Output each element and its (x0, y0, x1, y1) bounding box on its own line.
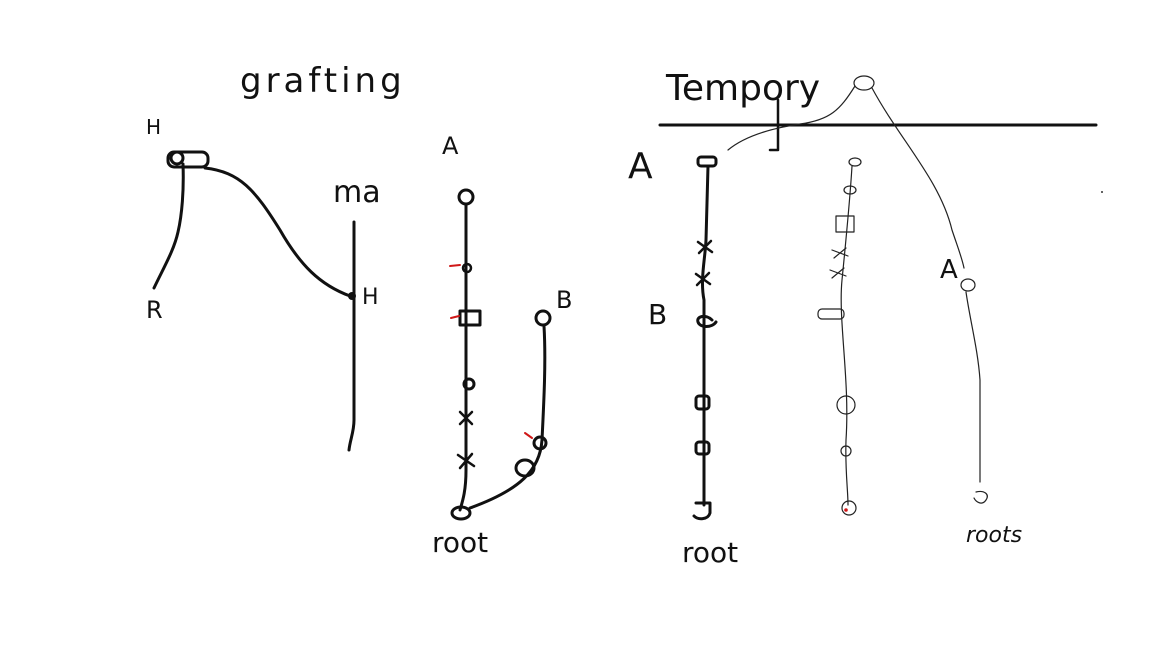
left-stem-line (152, 162, 185, 290)
thin-col-red-dot (844, 508, 848, 512)
ma-vertical-line (347, 220, 356, 452)
ma-junction-dot (348, 292, 356, 300)
left-h-node (166, 150, 210, 169)
middle-a-top-node (457, 188, 475, 206)
temporary-title-tail (768, 98, 780, 152)
middle-a-cross-1 (458, 410, 474, 426)
right-cross-1 (696, 239, 714, 255)
ma-label: ma (333, 175, 381, 210)
right-b-node (696, 314, 718, 328)
far-a-node (960, 278, 976, 292)
middle-red-mark-3 (524, 432, 533, 439)
far-root-node (973, 490, 988, 504)
thin-col-square (835, 215, 855, 233)
middle-b-node-2 (514, 458, 536, 478)
grafting-title: grafting (240, 61, 406, 101)
right-b-label: B (648, 298, 667, 331)
thin-col-top-node (848, 157, 862, 167)
temporary-right-curve-line (871, 87, 965, 269)
far-roots-label: roots (966, 523, 1022, 548)
thin-col-node-5 (841, 500, 857, 516)
middle-red-mark-1 (449, 264, 461, 267)
temporary-left-curve-line (727, 85, 856, 151)
middle-b-label: B (556, 286, 572, 314)
middle-section: A root B (432, 132, 572, 559)
thin-col-node-1 (843, 185, 857, 195)
stray-dot (1101, 191, 1103, 193)
ma-h-label: H (362, 285, 379, 310)
middle-root-label: root (432, 526, 488, 559)
thin-col-cross-2 (829, 267, 847, 279)
right-node-1 (694, 394, 711, 411)
right-cross-2 (694, 271, 712, 287)
right-a-label: A (628, 146, 653, 187)
left-h-node-ring (169, 150, 185, 166)
thin-col-line (840, 165, 853, 506)
middle-b-top-node (534, 309, 552, 327)
graft-curve-line (203, 166, 352, 298)
middle-b-branch-line (468, 324, 547, 510)
temporary-top-node (853, 75, 875, 91)
right-root-node (692, 501, 712, 521)
thin-col-cross-1 (831, 247, 849, 259)
thin-col-node-2 (817, 308, 845, 320)
right-root-label: root (682, 536, 738, 569)
middle-a-node-1 (461, 262, 473, 274)
right-main-trunk-line (700, 164, 710, 507)
middle-root-node (450, 505, 472, 521)
middle-b-node-1 (532, 435, 548, 451)
left-top-label: H (146, 115, 161, 139)
middle-a-cross-2 (456, 452, 476, 470)
middle-a-node-2 (462, 377, 476, 391)
far-a-label: A (940, 255, 958, 285)
middle-a-label: A (442, 132, 459, 160)
middle-a-node-square (458, 309, 482, 327)
temporary-title: Tempory (665, 68, 820, 109)
right-node-2 (694, 440, 711, 456)
far-trunk-line (965, 291, 981, 483)
left-bottom-label: R (146, 296, 163, 324)
temporary-section: Tempory A B root A (628, 68, 1098, 569)
thin-col-node-4 (840, 445, 852, 457)
right-a-top-node (696, 155, 718, 168)
grafting-section: grafting H R ma H (146, 61, 406, 452)
middle-red-mark-2 (450, 315, 460, 319)
thin-col-node-3 (836, 395, 856, 415)
